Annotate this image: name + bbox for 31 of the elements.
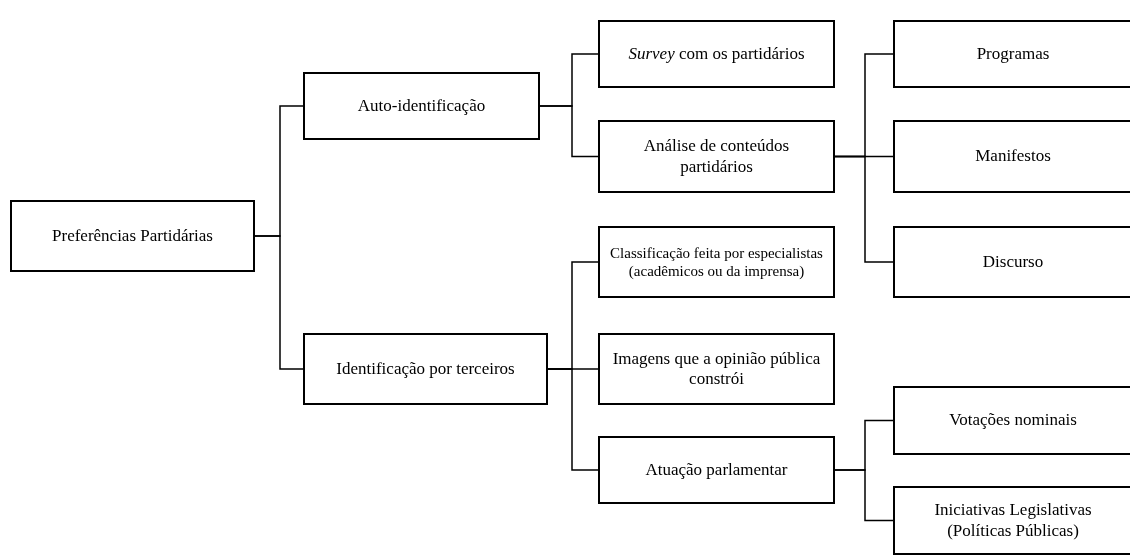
connector-line [834, 469, 894, 522]
box-label: Auto-identificação [357, 95, 486, 117]
connector-line [254, 235, 304, 370]
connector-line [547, 368, 599, 471]
text-box [303, 72, 540, 140]
box-label: Identificação por terceiros [336, 358, 515, 380]
box-label: Imagens que a opinião pública constrói [611, 348, 822, 390]
connector-line [539, 105, 599, 158]
box-label: Preferências Partidárias [52, 225, 213, 247]
box-label: Atuação parlamentar [645, 459, 788, 481]
connector-line [834, 155, 894, 263]
text-box [10, 200, 255, 272]
text-box [893, 226, 1130, 298]
box-label: Discurso [982, 251, 1044, 273]
box-label: Classificação feita por especialistas (acadêmicos ou da imprensa) [609, 244, 824, 280]
text-box [598, 120, 835, 193]
text-box [598, 333, 835, 405]
text-box [598, 226, 835, 298]
box-label: Iniciativas Legislativas (Políticas Públicas) [933, 500, 1093, 541]
box-label: Análise de conteúdos partidários [642, 136, 791, 177]
box-label: Survey com os partidários [628, 43, 805, 65]
box-label: Manifestos [975, 146, 1051, 167]
box-label: Programas [976, 43, 1050, 65]
text-box [893, 386, 1130, 455]
box-label: Votações nominais [949, 410, 1077, 431]
text-box [893, 486, 1130, 555]
text-box [893, 120, 1130, 193]
text-box [598, 20, 835, 88]
text-box [893, 20, 1130, 88]
text-box [598, 436, 835, 504]
text-box [303, 333, 548, 405]
